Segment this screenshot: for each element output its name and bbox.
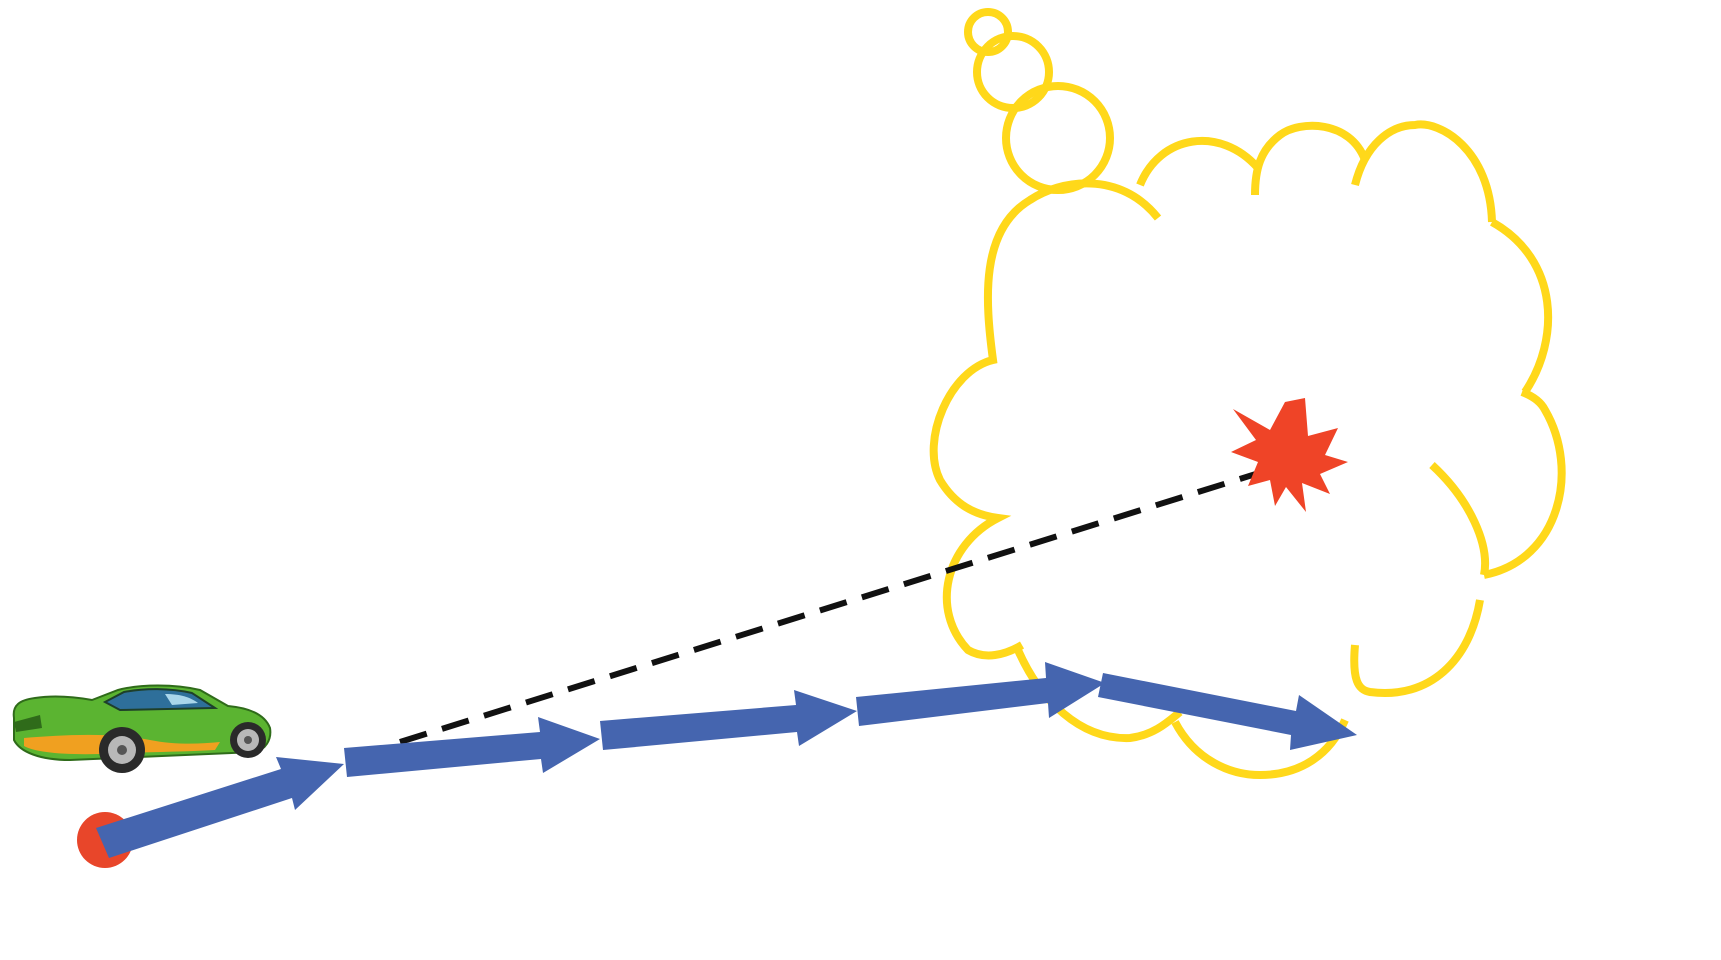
car-icon (14, 686, 271, 774)
thought-cloud (934, 12, 1562, 775)
cloud-outline (934, 183, 1158, 655)
cloud-bubble-large (1006, 86, 1110, 190)
trajectory-arrow-2 (344, 717, 600, 777)
cloud-bubble-medium (977, 36, 1049, 108)
target-burst-icon (1231, 398, 1348, 512)
trajectory-arrow-3 (600, 690, 857, 750)
trajectory-arrow-1 (96, 757, 344, 858)
trajectory (96, 662, 1357, 858)
